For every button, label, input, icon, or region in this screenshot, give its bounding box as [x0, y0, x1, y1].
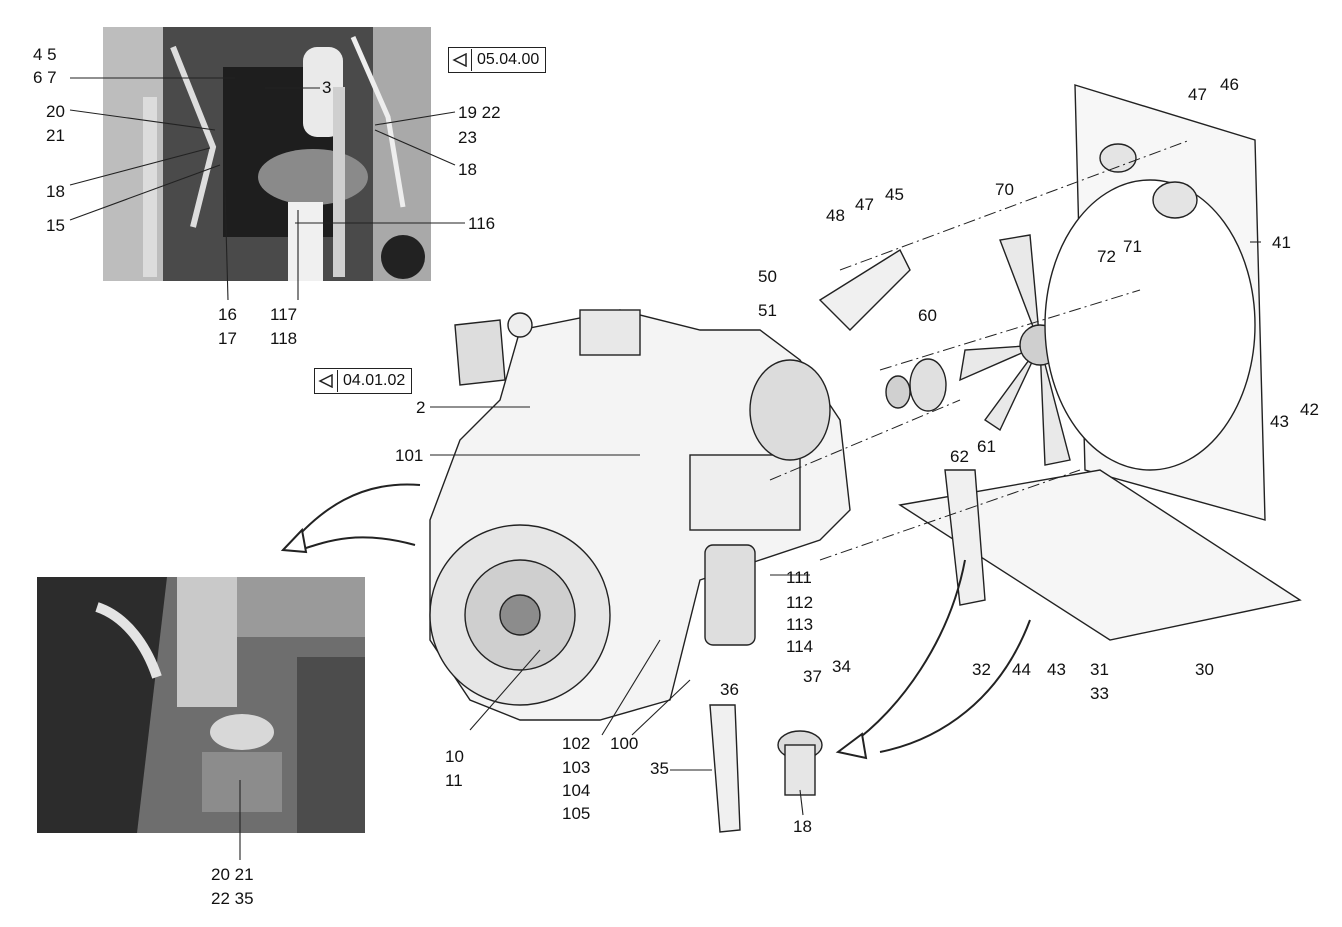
triangle-arrow-icon: [449, 49, 472, 71]
callout-19-22: 19 22: [458, 103, 501, 122]
callout-100: 100: [610, 734, 639, 753]
callout-116: 116: [468, 214, 496, 233]
callout-104: 104: [562, 781, 591, 800]
callout-23: 23: [458, 128, 477, 147]
inset-photo-bottom: [37, 577, 365, 833]
callout-20-21: 20 21: [211, 865, 254, 884]
callout-2: 2: [416, 398, 426, 417]
callout-43: 43: [1270, 412, 1289, 431]
callout-16: 16: [218, 305, 237, 324]
callout-61: 61: [977, 437, 996, 456]
callout-103: 103: [562, 758, 591, 777]
callout-3: 3: [322, 78, 332, 97]
callout-15: 15: [46, 216, 65, 235]
callout-4-5: 4 5: [33, 45, 57, 64]
callout-62: 62: [950, 447, 969, 466]
callout-45: 45: [885, 185, 904, 204]
callout-6-7: 6 7: [33, 68, 57, 87]
callout-118: 118: [270, 329, 298, 348]
callout-42: 42: [1300, 400, 1319, 419]
callout-102: 102: [562, 734, 591, 753]
inset-photo-top: [103, 27, 431, 281]
callout-46: 46: [1220, 75, 1239, 94]
reference-label: 05.04.00: [477, 51, 540, 68]
callout-51: 51: [758, 301, 777, 320]
callout-117: 117: [270, 305, 298, 324]
callout-18: 18: [46, 182, 65, 201]
callout-35: 35: [650, 759, 669, 778]
callout-36: 36: [720, 680, 739, 699]
inset-photo-bottom-art: [37, 577, 365, 833]
callout-20: 20: [46, 102, 65, 121]
callout-17: 17: [218, 329, 237, 348]
callout-50: 50: [758, 267, 777, 286]
callout-37: 37: [803, 667, 822, 686]
callout-32: 32: [972, 660, 991, 679]
callout-18: 18: [458, 160, 477, 179]
callout-70: 70: [995, 180, 1014, 199]
callout-33: 33: [1090, 684, 1109, 703]
callout-43: 43: [1047, 660, 1066, 679]
callout-11: 11: [445, 771, 463, 790]
callout-31: 31: [1090, 660, 1109, 679]
callout-113: 113: [786, 615, 814, 634]
callout-111: 111: [786, 568, 812, 587]
callout-114: 114: [786, 637, 814, 656]
callout-21: 21: [46, 126, 65, 145]
callout-72: 72: [1097, 247, 1116, 266]
callout-71: 71: [1123, 237, 1142, 256]
callout-101: 101: [395, 446, 424, 465]
reference-box-05-04-00[interactable]: 05.04.00: [448, 47, 547, 73]
reference-label: 04.01.02: [343, 372, 406, 389]
callout-10: 10: [445, 747, 464, 766]
callout-22-35: 22 35: [211, 889, 254, 908]
reference-box-04-01-02[interactable]: 04.01.02: [314, 368, 413, 394]
callout-47: 47: [1188, 85, 1207, 104]
callout-18: 18: [793, 817, 812, 836]
triangle-arrow-icon: [315, 370, 338, 392]
callout-41: 41: [1272, 233, 1291, 252]
callout-48: 48: [826, 206, 845, 225]
callout-112: 112: [786, 593, 814, 612]
inset-photo-top-art: [103, 27, 431, 281]
callout-105: 105: [562, 804, 591, 823]
callout-44: 44: [1012, 660, 1031, 679]
callout-34: 34: [832, 657, 851, 676]
callout-30: 30: [1195, 660, 1214, 679]
callout-47: 47: [855, 195, 874, 214]
callout-60: 60: [918, 306, 937, 325]
